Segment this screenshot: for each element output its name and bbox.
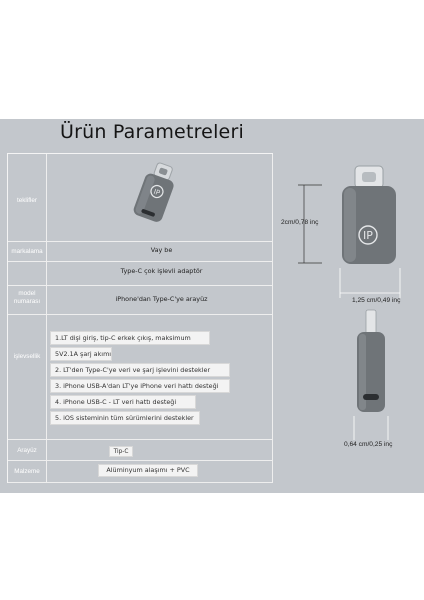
table-divider: [8, 482, 273, 483]
feature-item: 5. iOS sisteminin tüm sürümlerini destek…: [50, 411, 200, 425]
malzeme-value: Alüminyum alaşımı + PVC: [98, 464, 198, 477]
svg-text:IP: IP: [152, 188, 161, 198]
row-label-model-line1: model: [18, 290, 36, 297]
arayuz-value: Tip-C: [109, 446, 133, 457]
table-divider: [8, 285, 273, 286]
lightning-port-icon: [363, 394, 379, 400]
feature-item: 5V2.1A şarj akımı: [50, 347, 112, 361]
feature-item: 1.LT dişi giriş, tip-C erkek çıkış, maks…: [50, 331, 210, 345]
table-divider: [8, 261, 273, 262]
row-label-arayuz: Arayüz: [17, 447, 37, 454]
parameters-panel: [0, 119, 424, 493]
width-measurement: 1,25 cm/0,49 inç: [352, 297, 401, 304]
row-label-markalama: markalama: [11, 248, 43, 255]
svg-text:IP: IP: [363, 229, 373, 242]
row-label-islevsellik: işlevsellik: [13, 353, 41, 360]
height-measurement: 2cm/0,78 inç: [281, 219, 319, 226]
thickness-measurement: 0,64 cm/0,25 inç: [344, 441, 393, 448]
adapter-product-image: IP: [133, 162, 174, 222]
markalama-value: Vay be: [150, 246, 173, 254]
feature-item: 3. iPhone USB-A'dan LT'ye iPhone veri ha…: [50, 379, 230, 393]
table-divider: [8, 241, 273, 242]
row-label-malzeme: Malzeme: [14, 468, 40, 475]
row-label-model-line2: numarası: [13, 298, 41, 305]
adapter-value: Type-C çok işlevli adaptör: [120, 267, 203, 275]
model-value: iPhone'dan Type-C'ye arayüz: [115, 295, 208, 303]
feature-item: 2. LT'den Type-C'ye veri ve şarj işlevin…: [50, 363, 230, 377]
row-label-teklifler: teklifler: [17, 197, 37, 204]
feature-item: 4. iPhone USB-C - LT veri hattı desteği: [50, 395, 196, 409]
table-divider: [8, 439, 273, 440]
table-divider: [8, 314, 273, 315]
table-divider-vertical: [46, 154, 47, 483]
adapter-side-view: [353, 309, 389, 440]
table-divider-vertical: [272, 154, 273, 483]
page-title: Ürün Parametreleri: [60, 121, 244, 143]
table-divider: [8, 460, 273, 461]
parameters-table: IP teklifler markalama model numarası iş…: [7, 153, 273, 483]
adapter-front-view: IP: [298, 165, 401, 298]
